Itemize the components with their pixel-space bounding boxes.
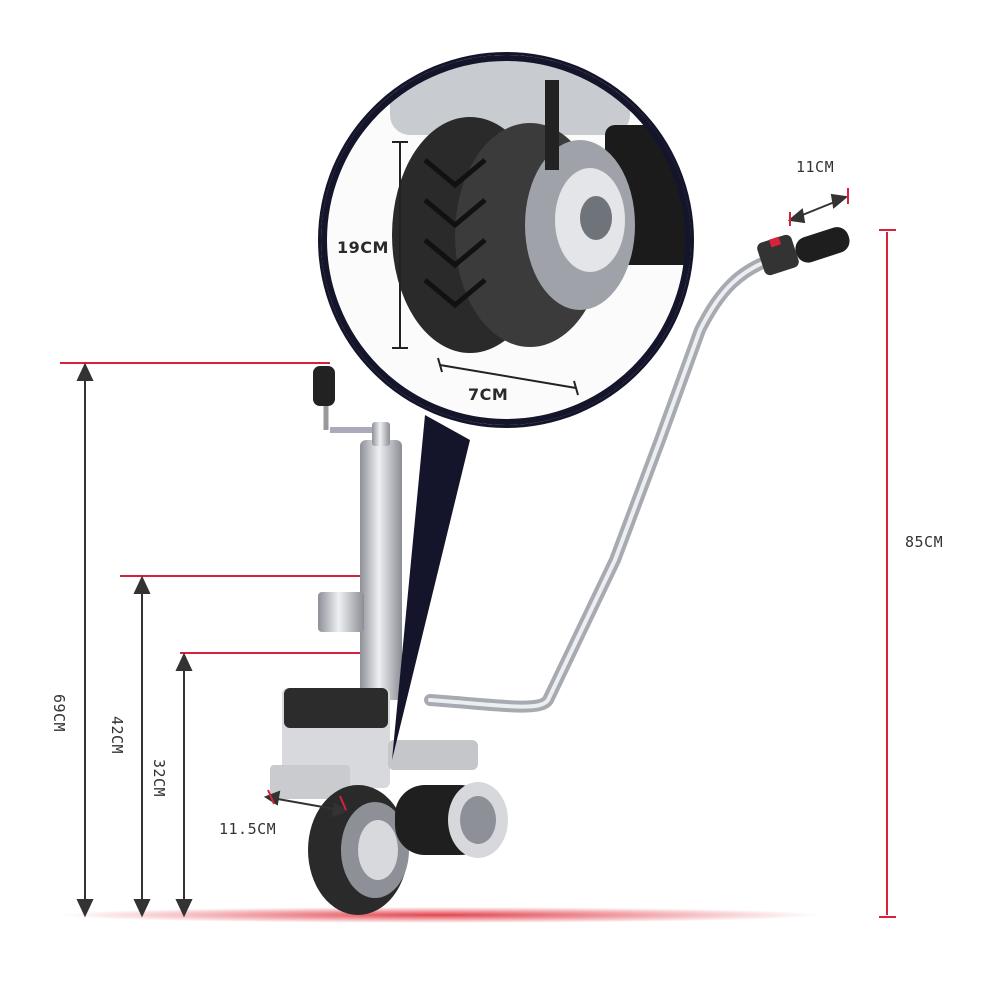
tow-handle bbox=[424, 227, 850, 713]
wheel-zoom-detail bbox=[318, 52, 694, 428]
crank-height-label: 42CM bbox=[108, 715, 127, 755]
base-width-label: 11.5CM bbox=[219, 820, 277, 838]
clamp-height-label: 32CM bbox=[150, 758, 169, 798]
jack-post bbox=[313, 366, 402, 700]
motor-housing bbox=[270, 688, 478, 799]
wheel-width-label: 7CM bbox=[468, 385, 509, 404]
base-width-dimension bbox=[263, 789, 349, 818]
floor-shadow bbox=[60, 907, 820, 923]
grip-length-label: 11CM bbox=[796, 158, 835, 176]
dimension-arrows bbox=[76, 232, 888, 918]
height-reference-lines bbox=[60, 229, 896, 918]
wheel-diameter-label: 19CM bbox=[337, 238, 389, 257]
handle-height-label: 85CM bbox=[905, 533, 944, 551]
zoom-callout-pointer bbox=[392, 415, 470, 760]
grip-dimension bbox=[787, 188, 849, 226]
wheel bbox=[308, 785, 409, 915]
overall-height-label: 69CM bbox=[50, 693, 69, 733]
electric-motor bbox=[395, 782, 508, 858]
